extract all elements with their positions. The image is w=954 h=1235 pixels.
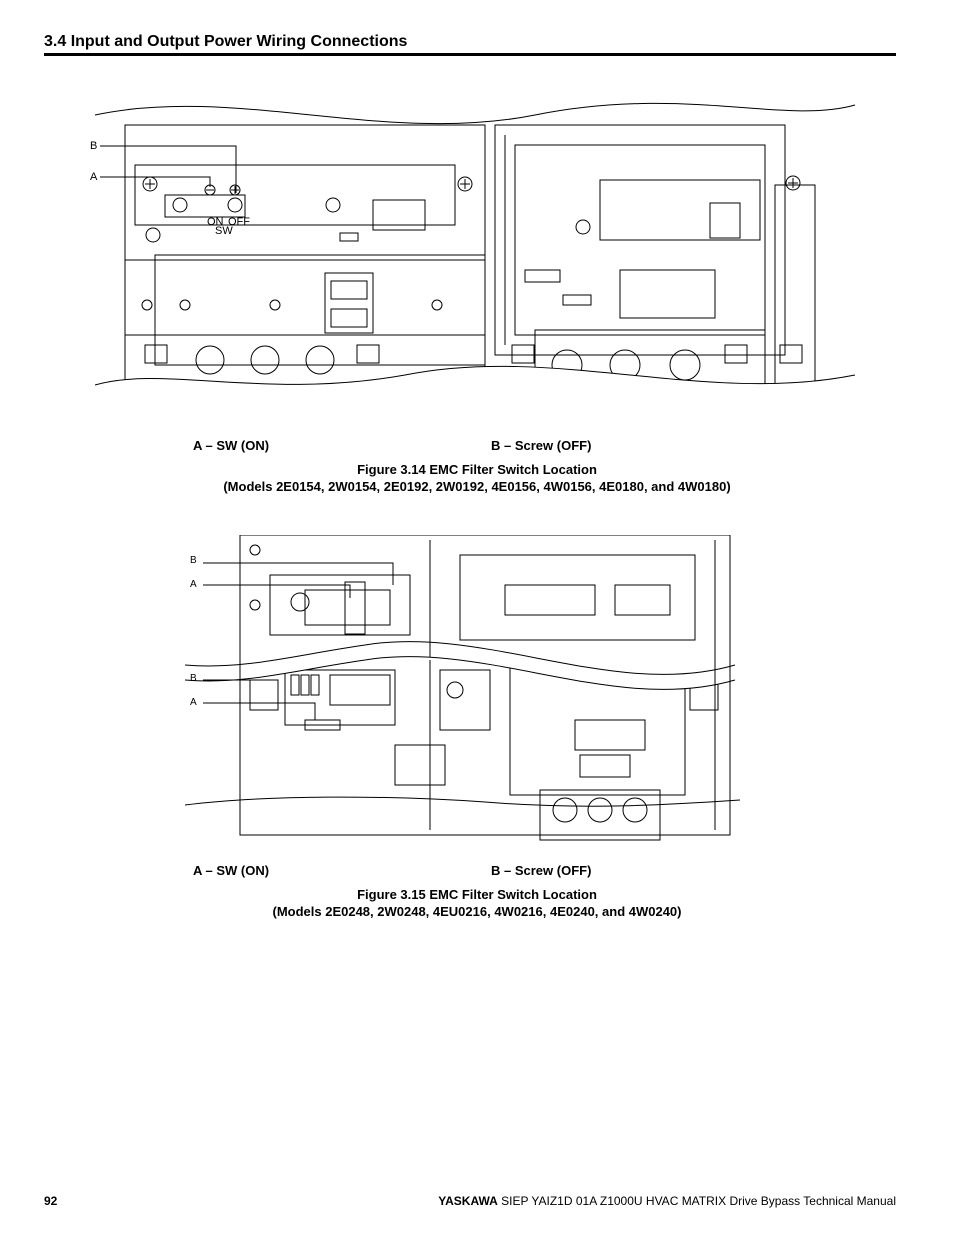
callout-b-bottom: B	[190, 673, 197, 684]
figure2-legend-a: A – SW (ON)	[193, 863, 270, 878]
switch-on-text: ON	[207, 216, 224, 228]
figure2-caption-line2: (Models 2E0248, 2W0248, 4EU0216, 4W0216,…	[272, 904, 682, 919]
figure2-legend-b: B – Screw (OFF)	[491, 863, 592, 878]
switch-off-text: OFF	[228, 216, 250, 228]
figure-3-15-drawing: B A B A	[185, 530, 740, 848]
figure1-legend-a: A – SW (ON)	[193, 438, 270, 453]
page-number: 92	[44, 1194, 58, 1208]
switch-label: SW	[215, 225, 233, 237]
callout-a-bottom: A	[190, 697, 197, 708]
section-title: 3.4 Input and Output Power Wiring Connec…	[44, 33, 896, 56]
callout-a: A	[90, 171, 98, 183]
callout-a-top: A	[190, 579, 197, 590]
callout-b-top: B	[190, 555, 197, 566]
figure1-caption-line1: Figure 3.14 EMC Filter Switch Location	[357, 462, 597, 477]
figure-3-14-drawing: ON OFF SW B A	[85, 95, 865, 425]
footer-title-text: SIEP YAIZ1D 01A Z1000U HVAC MATRIX Drive…	[501, 1194, 896, 1208]
footer-manual-title: YASKAWA SIEP YAIZ1D 01A Z1000U HVAC MATR…	[438, 1194, 896, 1208]
figure2-caption-line1: Figure 3.15 EMC Filter Switch Location	[357, 887, 597, 902]
figure1-legend-b: B – Screw (OFF)	[491, 438, 592, 453]
figure1-caption-line2: (Models 2E0154, 2W0154, 2E0192, 2W0192, …	[223, 479, 731, 494]
callout-b: B	[90, 140, 98, 152]
footer-brand: YASKAWA	[438, 1194, 498, 1208]
